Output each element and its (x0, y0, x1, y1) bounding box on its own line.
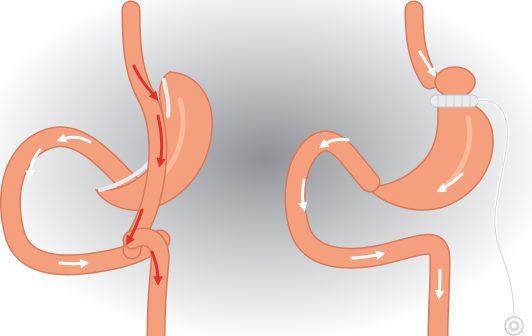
upper-pouch (435, 67, 475, 97)
food-flow-arrow-white (439, 270, 440, 296)
access-port (505, 317, 523, 335)
food-flow-arrow-white (303, 180, 305, 208)
juice-flow-arrow-white (60, 263, 86, 264)
